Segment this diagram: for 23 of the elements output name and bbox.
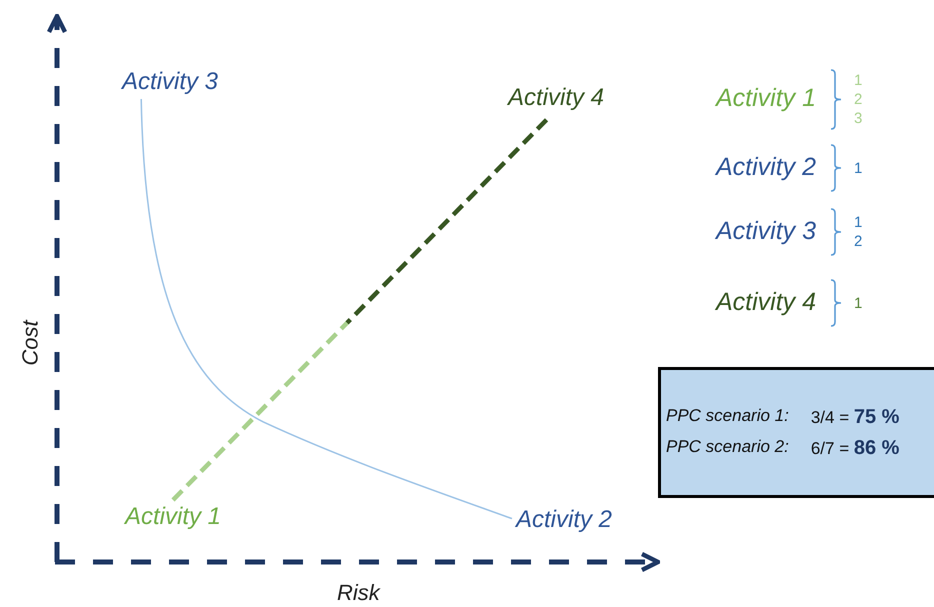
count-number: 1 <box>854 158 862 178</box>
activity-label: Activity 3 <box>716 217 816 246</box>
count-number: 2 <box>854 90 862 108</box>
count-number: 2 <box>854 232 862 251</box>
score-text: PPC scenario 2: <box>666 436 789 458</box>
score-text: 3/4 = 75 % <box>810 406 900 428</box>
axis-label: Cost <box>18 320 44 366</box>
result-panel <box>658 367 934 498</box>
activity-label: Activity 2 <box>716 153 816 182</box>
score-text: PPC scenario 1: <box>666 406 789 426</box>
activity-label: Activity 2 <box>516 506 612 534</box>
count-number: 3 <box>854 108 862 128</box>
activity-label: Activity 1 <box>125 503 222 531</box>
score-text: 6/7 = 86 % <box>810 436 900 460</box>
activity-label: Activity 4 <box>716 288 816 317</box>
trend-curve <box>140 98 512 520</box>
count-number: 1 <box>854 294 862 312</box>
activity-label: Activity 4 <box>508 84 604 112</box>
count-number: 1 <box>854 213 862 232</box>
activity-label: Activity 1 <box>716 84 816 113</box>
count-number: 1 <box>854 70 862 90</box>
activity-label: Activity 3 <box>122 68 218 96</box>
axis-label: Risk <box>337 580 380 606</box>
